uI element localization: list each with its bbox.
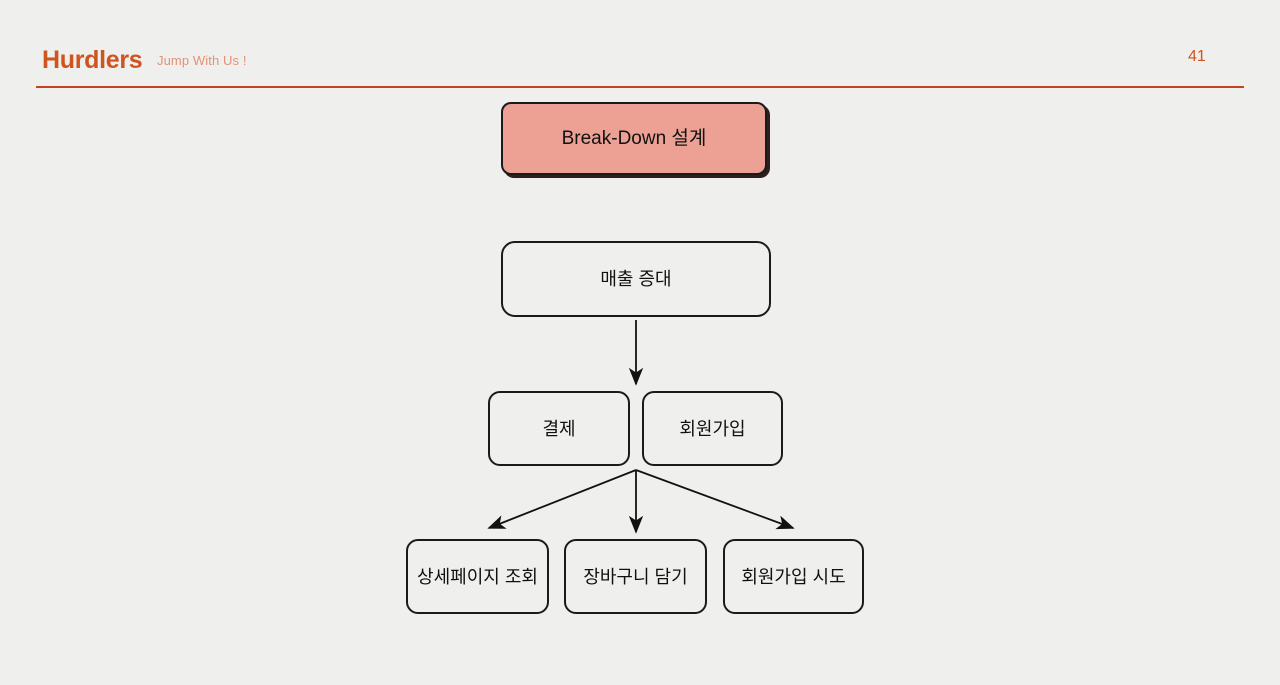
slide-header: Hurdlers Jump With Us ! 41	[0, 0, 1280, 90]
connector-level2-to-leaf-left	[487, 469, 637, 529]
header-divider	[36, 86, 1244, 88]
connector-level2-to-leaf-right	[635, 469, 795, 530]
diagram-node-level3-signup-attempt: 회원가입 시도	[723, 539, 864, 614]
diagram-node-level2-signup: 회원가입	[642, 391, 783, 466]
brand-tagline: Jump With Us !	[157, 53, 247, 68]
diagram-node-level2-payment: 결제	[488, 391, 630, 466]
diagram-node-goal: 매출 증대	[501, 241, 771, 317]
diagram-title-box: Break-Down 설계	[501, 102, 767, 175]
diagram-node-level3-detail-view: 상세페이지 조회	[406, 539, 549, 614]
page-number: 41	[1188, 48, 1206, 65]
brand-logo: Hurdlers	[42, 46, 143, 74]
diagram-node-level3-add-to-cart: 장바구니 담기	[564, 539, 707, 614]
